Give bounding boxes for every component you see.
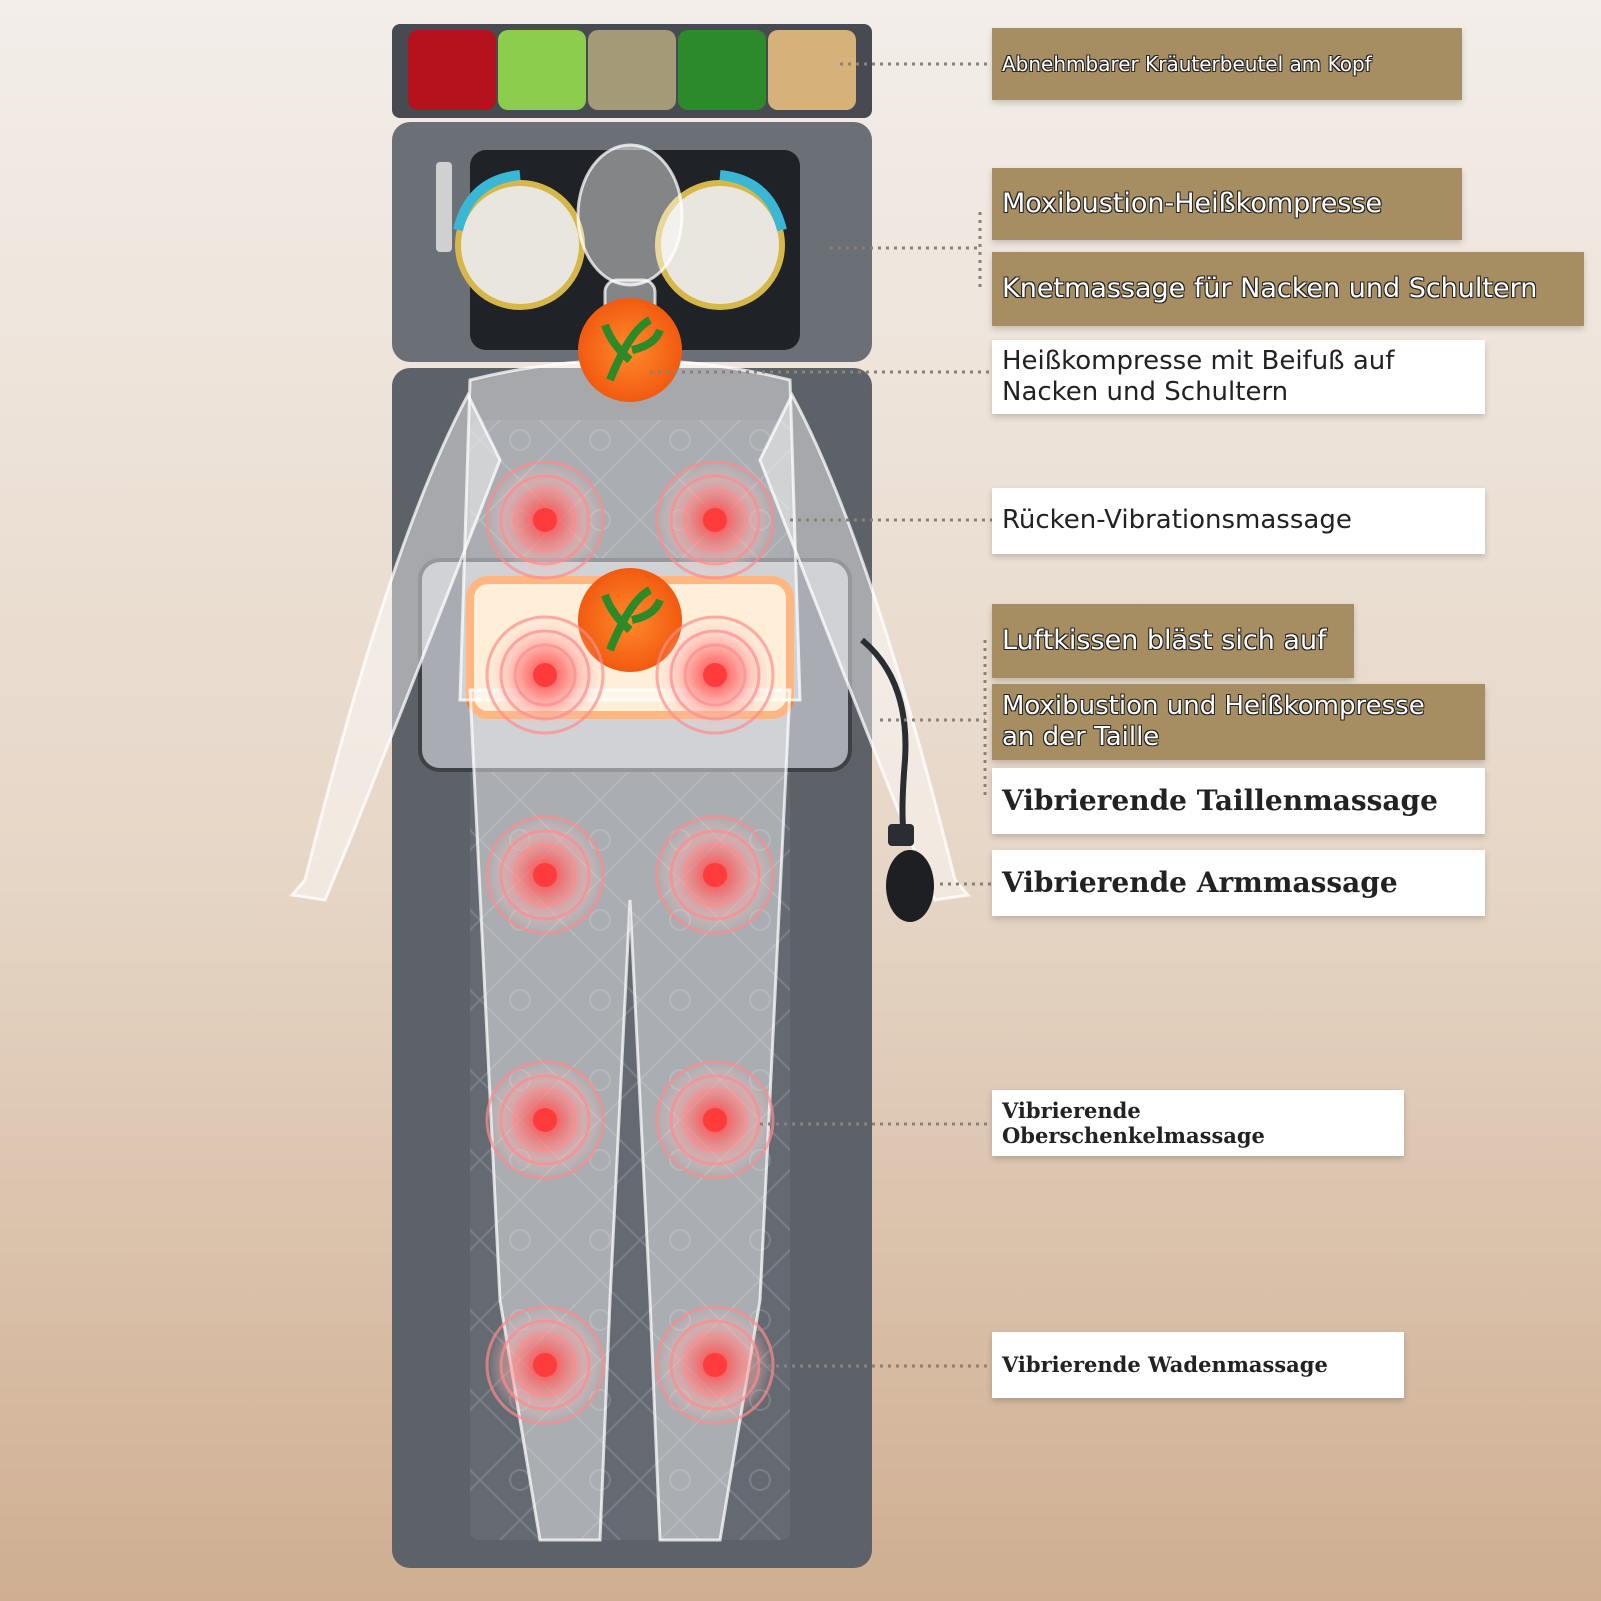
vibration-ring [669,1319,761,1411]
vibration-ring [499,829,591,921]
moxibustion-disc-waist [578,568,682,672]
vibration-ring [669,829,761,921]
vibration-ring [513,488,577,552]
vibration-ring [513,643,577,707]
label-kneading-neck: Knetmassage für Nacken und Schultern [992,252,1584,326]
dried-herb-icon [588,30,676,110]
vibration-ring [669,629,761,721]
vibration-ring [683,1333,747,1397]
kneading-roller-right-icon [655,180,785,310]
label-air-cushion: Luftkissen bläst sich auf [992,604,1354,678]
root-herb-icon [768,30,856,110]
control-buttons-icon [436,162,452,252]
vibration-ring [683,643,747,707]
mugwort-leaf-icon [601,586,664,652]
vibration-core [703,508,727,532]
label-back-vibration: Rücken-Vibrationsmassage [992,488,1485,554]
vibration-core [533,1353,557,1377]
rotation-arrow-left-icon [453,170,521,232]
label-herb-bag: Abnehmbarer Kräuterbeutel am Kopf [992,28,1462,100]
label-mugwort-neck: Heißkompresse mit Beifuß auf Nacken und … [992,340,1485,414]
green-herb-icon [498,30,586,110]
label-moxibustion-head: Moxibustion-Heißkompresse [992,168,1462,240]
moxibustion-disc-neck [578,298,682,402]
vibration-ring [669,1074,761,1166]
red-herb-icon [408,30,496,110]
label-moxibustion-waist: Moxibustion und Heißkompresse an der Tai… [992,684,1485,760]
vibration-ring [683,488,747,552]
vibration-ring [499,1319,591,1411]
air-pump-icon [860,637,934,922]
vibration-ring [499,629,591,721]
vibration-ring [683,1088,747,1152]
vibration-core [703,863,727,887]
vibration-core [703,663,727,687]
vibration-ring [683,843,747,907]
vibration-core [533,863,557,887]
mugwort-leaf-icon [601,316,664,382]
vibration-ring [513,1088,577,1152]
rotation-arrow-right-icon [719,170,787,232]
vibration-core [533,1108,557,1132]
head-pillow [392,122,872,362]
leader-lines [650,62,992,1368]
vibration-ring [513,843,577,907]
vibration-ring [499,1074,591,1166]
vibration-core [533,508,557,532]
vibration-hot-spots [485,460,775,1425]
mint-leaf-icon [678,30,766,110]
label-calf-vibration: Vibrierende Wadenmassage [992,1332,1404,1398]
label-arm-vibration: Vibrierende Armmassage [992,850,1485,916]
vibration-ring [499,474,591,566]
vibration-core [703,1108,727,1132]
herb-bag-box [392,24,872,118]
label-thigh-vibration: Vibrierende Oberschenkelmassage [992,1090,1404,1156]
vibration-ring [669,474,761,566]
vibration-ring [513,1333,577,1397]
label-waist-vibration: Vibrierende Taillenmassage [992,768,1485,834]
vibration-core [703,1353,727,1377]
vibration-core [533,663,557,687]
